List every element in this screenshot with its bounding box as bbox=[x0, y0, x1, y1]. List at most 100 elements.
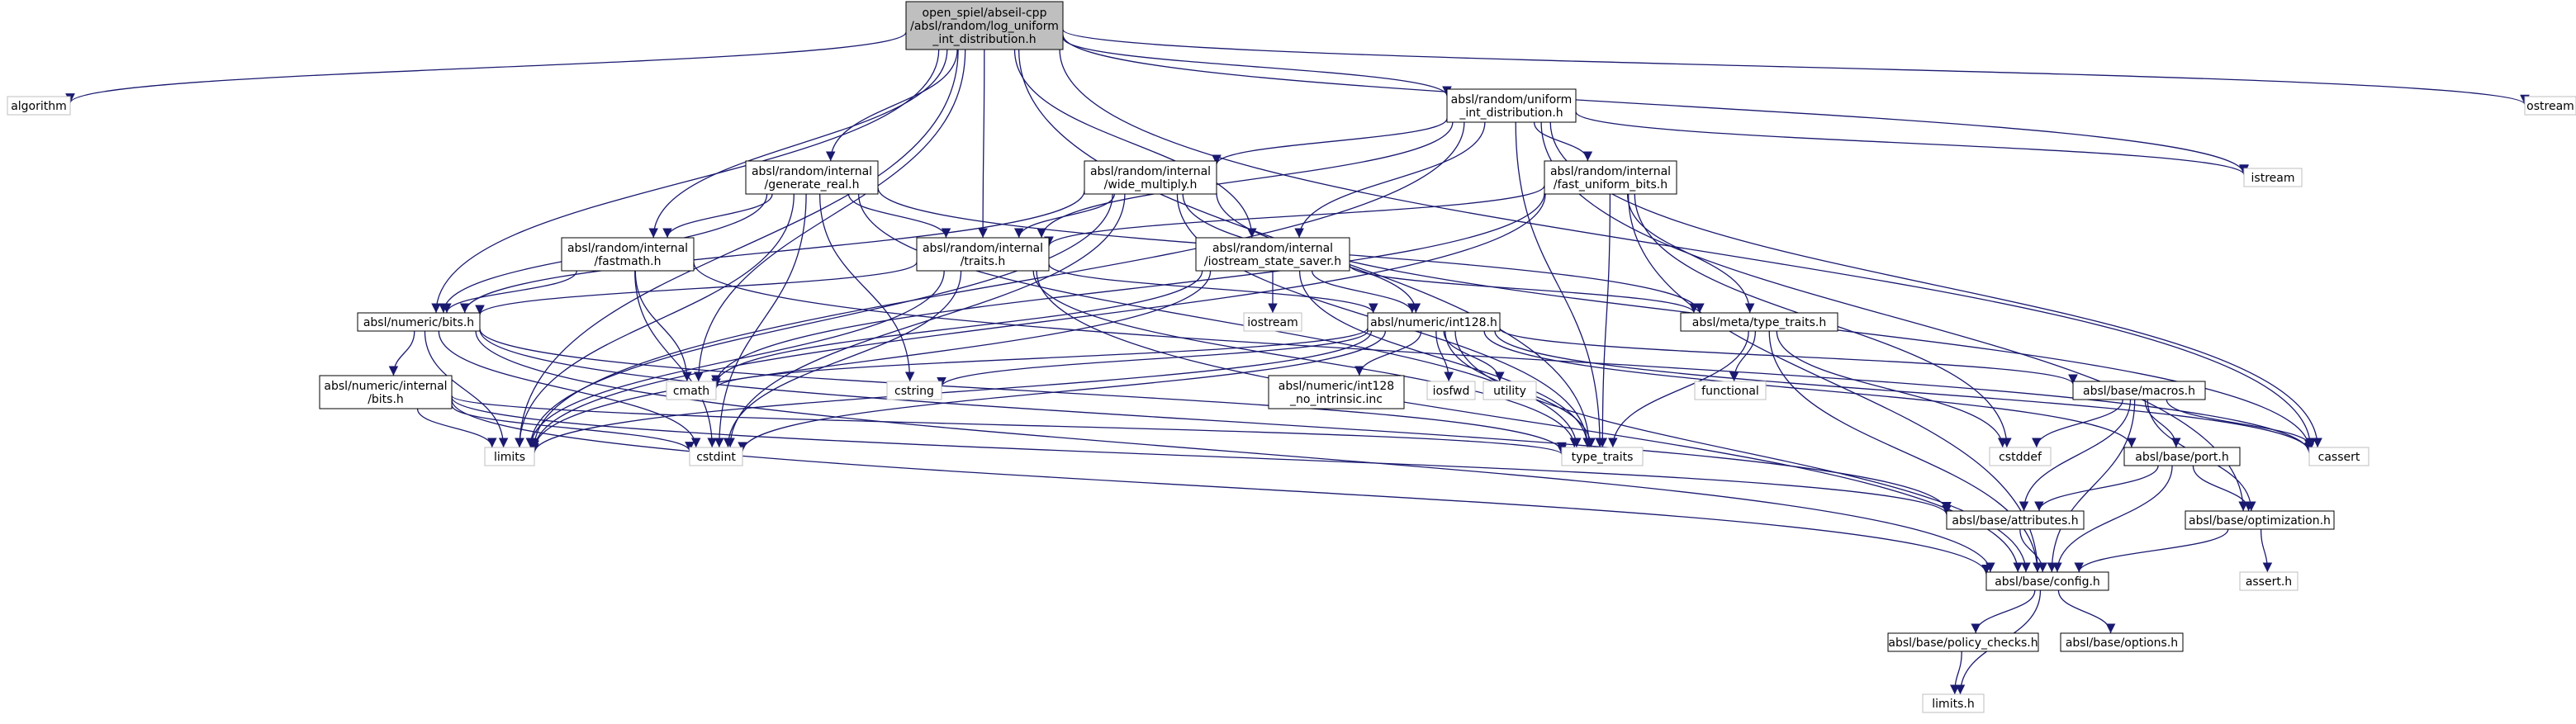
node-box-traits bbox=[916, 237, 1050, 272]
edge-config-to-policy_checks bbox=[1971, 589, 2036, 634]
node-box-fastmath bbox=[561, 237, 695, 272]
edge-macros-to-cassert bbox=[2166, 399, 2317, 448]
edge-type_traits_h-to-type_traits bbox=[1607, 330, 1749, 448]
node-label-cmath-line-0: cmath bbox=[673, 385, 709, 398]
node-label-iostream-line-0: iostream bbox=[1247, 316, 1298, 329]
node-cstdint: cstdint bbox=[689, 447, 743, 466]
node-label-int128_noi-line-0: absl/numeric/int128 bbox=[1279, 380, 1394, 393]
node-box-int128_noi bbox=[1268, 375, 1405, 409]
node-cmath: cmath bbox=[666, 381, 717, 400]
edge-int128-to-macros bbox=[1499, 328, 2078, 385]
edge-port-to-config bbox=[2052, 465, 2173, 573]
node-box-macros bbox=[2072, 381, 2206, 400]
edge-traits-to-bits bbox=[475, 262, 918, 315]
node-label-config-line-0: absl/base/config.h bbox=[1995, 575, 2100, 589]
node-attributes[interactable]: absl/base/attributes.h bbox=[1946, 510, 2085, 530]
node-type_traits_h[interactable]: absl/meta/type_traits.h bbox=[1680, 312, 1838, 332]
node-box-cstring bbox=[886, 381, 942, 400]
node-label-istream-line-0: istream bbox=[2251, 172, 2295, 185]
node-box-type_traits bbox=[1561, 447, 1644, 466]
node-iostream_saver[interactable]: absl/random/internal/iostream_state_save… bbox=[1195, 237, 1350, 272]
edge-traits-to-type_traits bbox=[1032, 270, 1580, 448]
node-label-limits_h-line-0: limits.h bbox=[1932, 698, 1974, 711]
node-box-cstddef bbox=[1989, 447, 2052, 466]
node-int128[interactable]: absl/numeric/int128.h bbox=[1367, 312, 1501, 332]
node-uniform_int[interactable]: absl/random/uniform_int_distribution.h bbox=[1446, 88, 1577, 123]
node-bits[interactable]: absl/numeric/bits.h bbox=[357, 312, 481, 332]
node-traits[interactable]: absl/random/internal/traits.h bbox=[916, 237, 1050, 272]
node-port[interactable]: absl/base/port.h bbox=[2123, 447, 2241, 466]
edge-optimization-to-assert_h bbox=[2260, 528, 2273, 573]
node-box-int128 bbox=[1367, 312, 1501, 332]
node-label-limits-line-0: limits bbox=[494, 451, 525, 464]
edge-iostream_saver-to-cmath bbox=[711, 270, 1203, 386]
node-label-wide_multiply-line-0: absl/random/internal bbox=[1090, 165, 1211, 178]
edge-macros-to-attributes bbox=[2019, 399, 2132, 512]
node-config[interactable]: absl/base/config.h bbox=[1985, 571, 2109, 591]
node-label-bits-line-0: absl/numeric/bits.h bbox=[363, 316, 474, 329]
node-box-type_traits_h bbox=[1680, 312, 1838, 332]
node-label-root-line-2: _int_distribution.h bbox=[932, 33, 1036, 46]
node-policy_checks[interactable]: absl/base/policy_checks.h bbox=[1887, 632, 2039, 652]
node-label-internal_bits-line-1: /bits.h bbox=[368, 393, 404, 406]
node-box-utility bbox=[1483, 381, 1537, 400]
node-wide_multiply[interactable]: absl/random/internal/wide_multiply.h bbox=[1084, 160, 1217, 195]
edge-int128-to-port bbox=[1483, 330, 2137, 448]
edge-traits-to-cstdint bbox=[723, 270, 962, 448]
node-box-uniform_int bbox=[1446, 88, 1577, 123]
edge-fastmath-to-bits bbox=[442, 270, 577, 314]
node-generate_real[interactable]: absl/random/internal/generate_real.h bbox=[745, 160, 879, 195]
node-label-cstring-line-0: cstring bbox=[894, 385, 934, 398]
node-label-algorithm-line-0: algorithm bbox=[11, 100, 67, 113]
node-label-functional-line-0: functional bbox=[1701, 385, 1759, 398]
node-internal_bits[interactable]: absl/numeric/internal/bits.h bbox=[319, 375, 453, 409]
edge-generate_real-to-traits bbox=[847, 193, 951, 239]
edge-uniform_int-to-optimization bbox=[1540, 121, 2248, 512]
node-label-fastmath-line-0: absl/random/internal bbox=[567, 242, 688, 255]
node-box-istream bbox=[2243, 168, 2303, 187]
node-box-iostream_saver bbox=[1195, 237, 1350, 272]
node-options[interactable]: absl/base/options.h bbox=[2060, 632, 2184, 652]
edge-traits-to-limits bbox=[525, 270, 945, 448]
edge-root-to-algorithm bbox=[65, 31, 907, 104]
edge-internal_bits-to-attributes bbox=[451, 397, 1952, 515]
edge-wide_multiply-to-traits bbox=[1013, 193, 1115, 239]
node-box-cstdint bbox=[689, 447, 743, 466]
edge-int128-to-int128_noi bbox=[1354, 330, 1422, 376]
edge-port-to-attributes bbox=[2034, 465, 2159, 512]
edge-generate_real-to-fastmath bbox=[662, 193, 773, 239]
edge-root-to-cmath bbox=[693, 49, 966, 382]
edge-iostream_saver-to-type_traits_h bbox=[1349, 264, 1699, 314]
edge-root-to-cassert bbox=[1059, 49, 2316, 448]
node-cstddef: cstddef bbox=[1989, 447, 2052, 466]
node-iosfwd: iosfwd bbox=[1426, 381, 1476, 400]
edge-int128-to-cassert bbox=[1494, 330, 2314, 452]
node-box-cassert bbox=[2308, 447, 2370, 466]
edge-int128-to-cstdint bbox=[738, 330, 1387, 452]
node-label-attributes-line-0: absl/base/attributes.h bbox=[1952, 514, 2078, 528]
edge-uniform_int-to-wide_multiply bbox=[1212, 118, 1448, 165]
edge-config-to-options bbox=[2057, 589, 2116, 634]
node-macros[interactable]: absl/base/macros.h bbox=[2072, 381, 2206, 400]
node-box-functional bbox=[1694, 381, 1767, 400]
node-label-type_traits_h-line-0: absl/meta/type_traits.h bbox=[1692, 316, 1827, 329]
node-optimization[interactable]: absl/base/optimization.h bbox=[2185, 510, 2335, 530]
edge-type_traits_h-to-functional bbox=[1729, 330, 1757, 382]
node-root[interactable]: open_spiel/abseil-cpp/absl/random/log_un… bbox=[905, 1, 1064, 50]
node-limits_h: limits.h bbox=[1922, 693, 1985, 713]
node-fast_uniform_bits[interactable]: absl/random/internal/fast_uniform_bits.h bbox=[1544, 160, 1677, 195]
edge-fast_uniform_bits-to-type_traits_h bbox=[1626, 193, 1755, 314]
node-label-int128-line-0: absl/numeric/int128.h bbox=[1370, 316, 1497, 329]
edge-uniform_int-to-fast_uniform_bits bbox=[1533, 121, 1593, 162]
node-box-wide_multiply bbox=[1084, 160, 1217, 195]
edge-internal_bits-to-type_traits bbox=[451, 395, 1567, 455]
edge-attributes-to-config bbox=[2019, 528, 2048, 573]
edge-fastmath-to-cstdint bbox=[634, 270, 718, 448]
edge-root-to-ostream bbox=[1062, 29, 2530, 105]
edge-internal_bits-to-limits bbox=[416, 408, 497, 448]
node-fastmath[interactable]: absl/random/internal/fastmath.h bbox=[561, 237, 695, 272]
edge-int128-to-iosfwd bbox=[1435, 330, 1454, 382]
node-int128_noi[interactable]: absl/numeric/int128_no_intrinsic.inc bbox=[1268, 375, 1405, 409]
node-label-generate_real-line-1: /generate_real.h bbox=[765, 178, 860, 192]
